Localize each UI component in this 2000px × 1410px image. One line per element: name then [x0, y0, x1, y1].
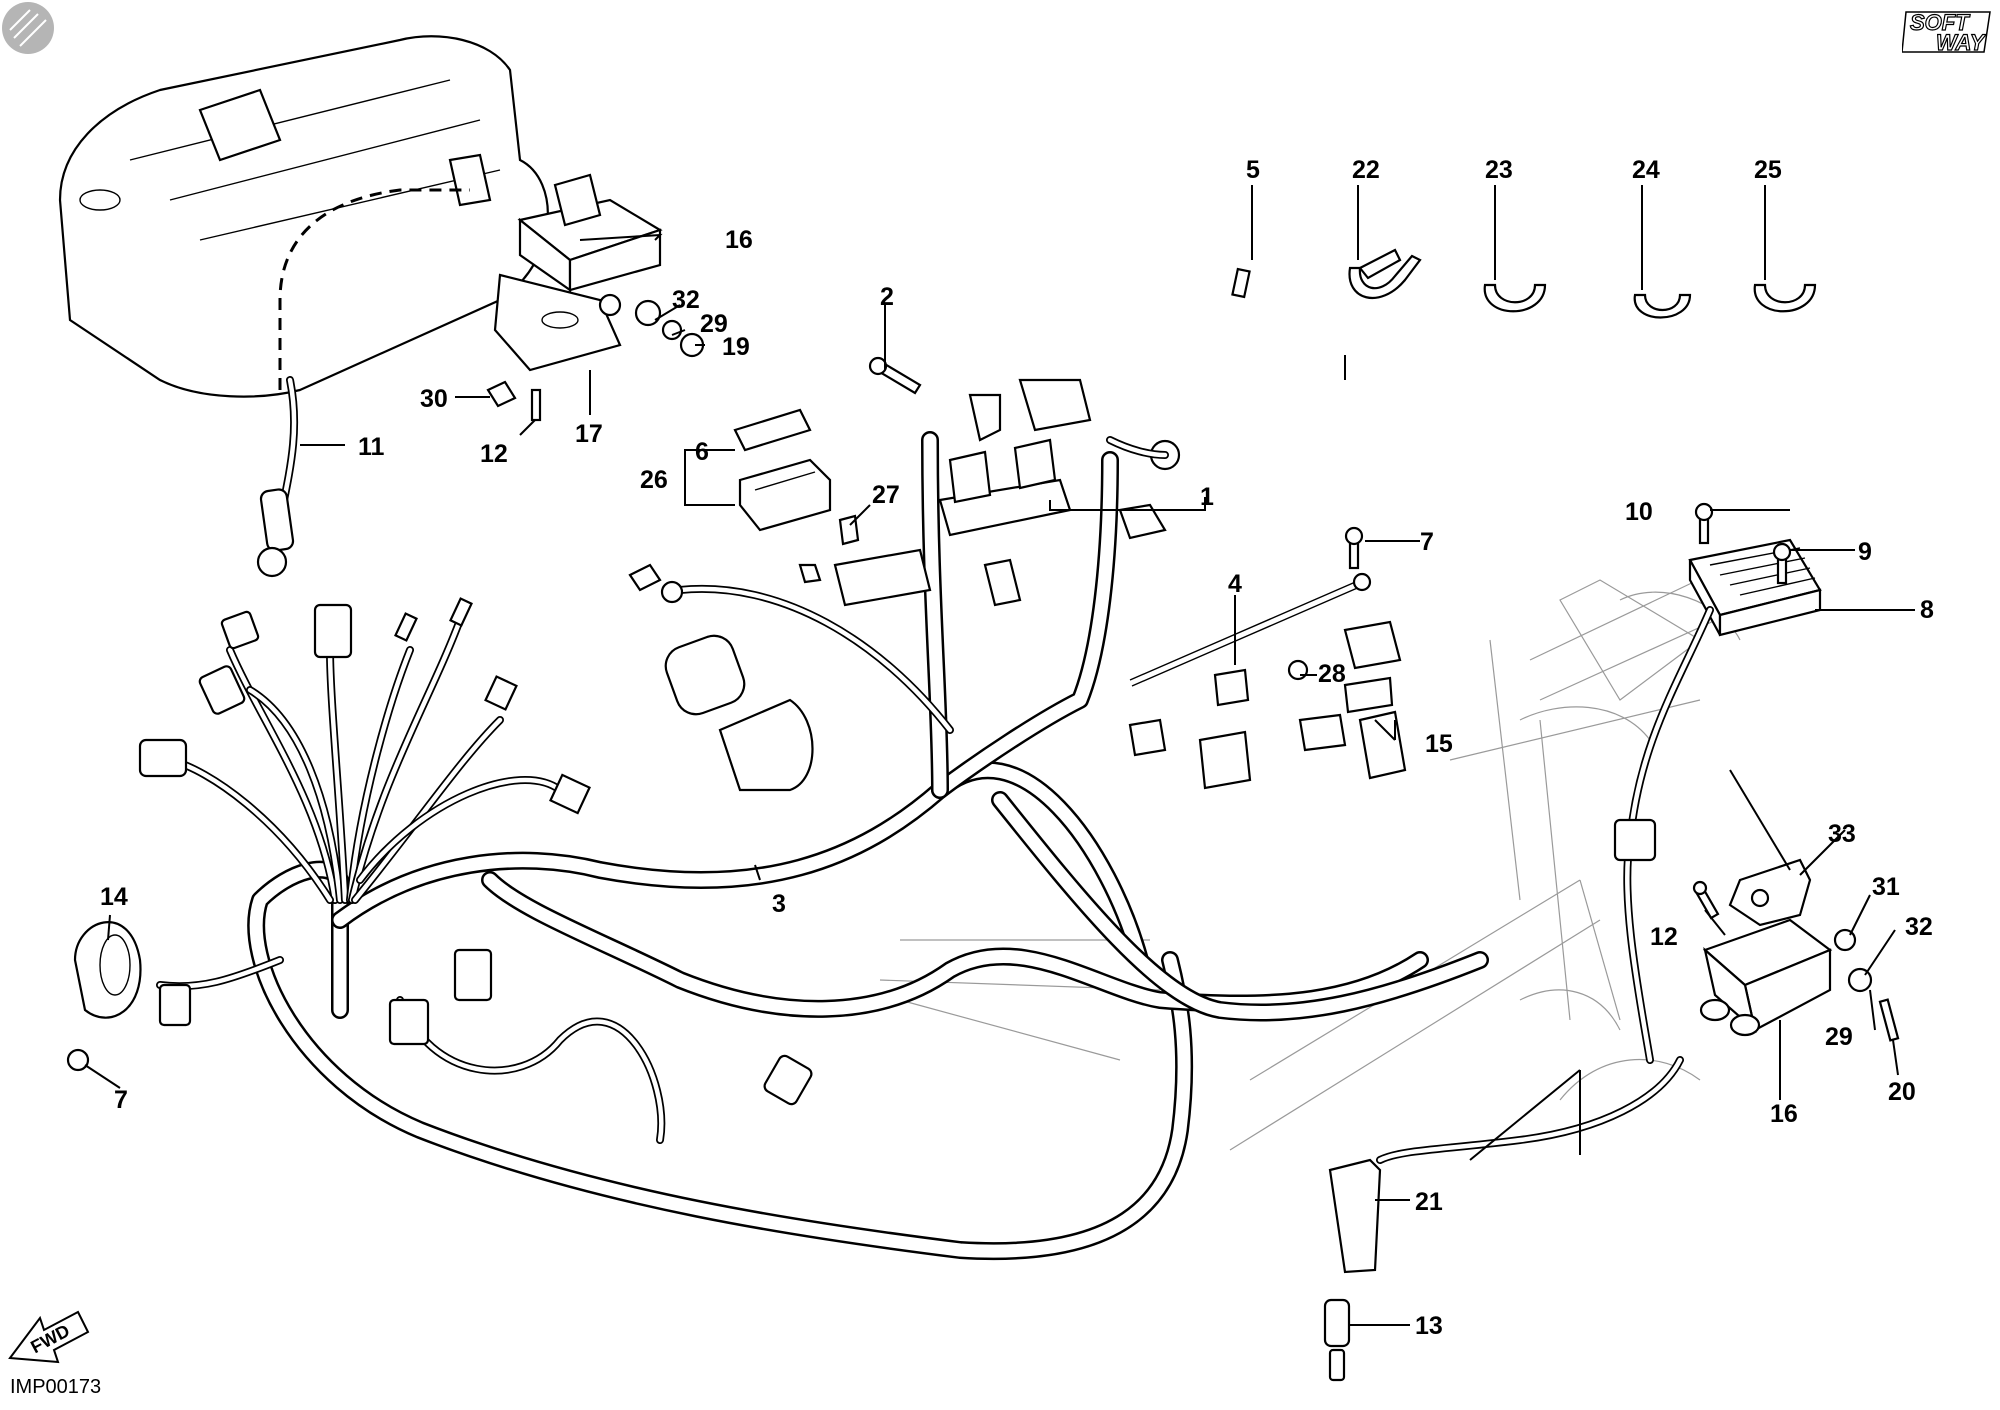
callout-12-right: 12	[1650, 923, 1678, 951]
callout-21: 21	[1415, 1188, 1443, 1216]
callout-24: 24	[1632, 156, 1660, 184]
callout-7-bottom: 7	[114, 1086, 128, 1114]
callout-29-right: 29	[1825, 1023, 1853, 1051]
part-17-bracket	[493, 273, 622, 372]
hardware-cluster-top	[486, 299, 705, 422]
callout-33: 33	[1828, 820, 1856, 848]
part-7-ground-strap	[1129, 526, 1372, 687]
part-3-main-wiring-harness	[247, 431, 1489, 1261]
starter-solenoid	[628, 563, 954, 792]
callout-6: 6	[695, 438, 709, 466]
callout-10: 10	[1625, 498, 1653, 526]
part-21-ignition-lead	[1323, 1056, 1684, 1382]
callout-16-top: 16	[725, 226, 753, 254]
part-8-voltage-regulator	[1613, 502, 1822, 1064]
part-2-bolt	[868, 356, 922, 395]
svg-text:WAY: WAY	[1936, 30, 1987, 55]
callout-29-top: 29	[700, 310, 728, 338]
svg-text:SOFT: SOFT	[1910, 10, 1970, 35]
part-16-ignition-coil-lower	[1699, 918, 1833, 1037]
callout-23: 23	[1485, 156, 1513, 184]
callout-22: 22	[1352, 156, 1380, 184]
airbox-cover	[58, 35, 549, 398]
callout-9: 9	[1858, 538, 1872, 566]
part-11-ignition-lead	[256, 376, 299, 578]
callout-1: 1	[1200, 483, 1214, 511]
callout-4: 4	[1228, 570, 1242, 598]
callout-leaders	[84, 185, 1915, 1326]
callout-16-right: 16	[1770, 1100, 1798, 1128]
callout-8: 8	[1920, 596, 1934, 624]
part-14-horn	[66, 921, 192, 1072]
callout-13: 13	[1415, 1312, 1443, 1340]
callout-15: 15	[1425, 730, 1453, 758]
callout-28: 28	[1318, 660, 1346, 688]
callout-19: 19	[722, 333, 750, 361]
callout-32-top: 32	[672, 286, 700, 314]
harness-branch-wires-left	[156, 616, 666, 1144]
softway-logo: SOFT WAY	[1902, 9, 1991, 56]
part-33-bracket	[1728, 858, 1812, 927]
corner-hatch-mark	[2, 2, 54, 54]
callout-32-right: 32	[1905, 913, 1933, 941]
callout-2: 2	[880, 283, 894, 311]
callout-31: 31	[1872, 873, 1900, 901]
drawing-code: IMP00173	[10, 1376, 102, 1398]
callout-20: 20	[1888, 1078, 1916, 1106]
part-15-fuse-box	[1287, 620, 1407, 780]
callout-26: 26	[640, 466, 668, 494]
part-1-relay-box	[938, 378, 1181, 607]
part-26-fuse-holder	[733, 408, 932, 607]
part-16-ignition-coil-upper	[517, 173, 663, 293]
callout-11: 11	[358, 433, 385, 461]
callout-25: 25	[1754, 156, 1782, 184]
callout-labels: 1 2 3 4 5 6 7 7 8 9 10 11 12 12 13 14 15…	[100, 156, 1934, 1340]
callout-17: 17	[575, 420, 603, 448]
cable-straps-group	[1231, 248, 1817, 319]
callout-3: 3	[772, 890, 786, 918]
fwd-direction-arrow: FWD	[8, 1310, 90, 1364]
callout-7-top: 7	[1420, 528, 1434, 556]
branch-connectors	[138, 597, 813, 1106]
callout-14: 14	[100, 883, 128, 911]
callout-30: 30	[420, 385, 448, 413]
callout-12-top: 12	[480, 440, 508, 468]
part-4-relay	[1128, 668, 1252, 790]
callout-27: 27	[872, 481, 900, 509]
callout-5: 5	[1246, 156, 1260, 184]
